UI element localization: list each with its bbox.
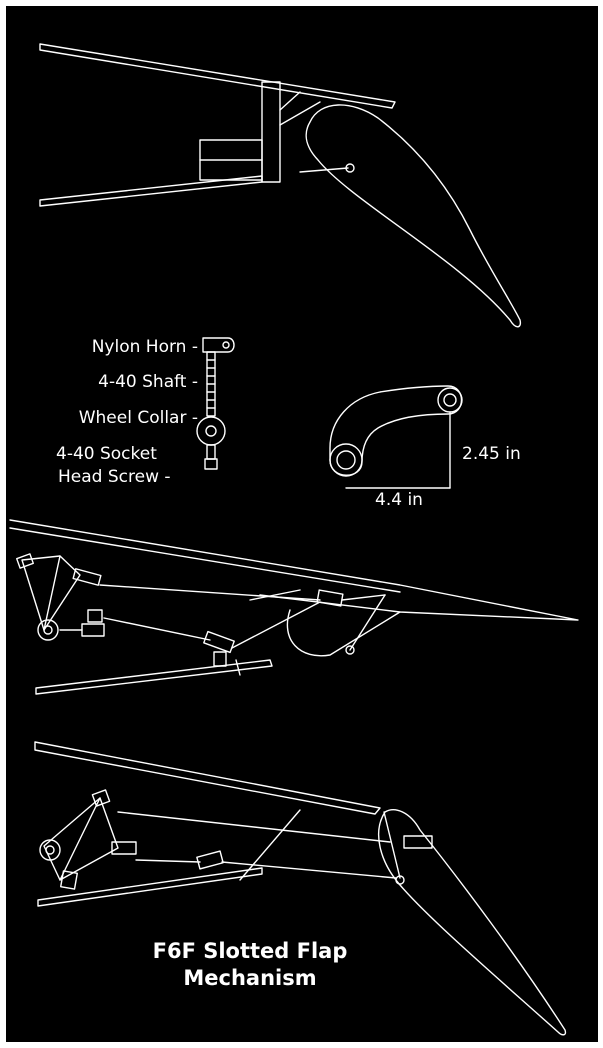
mid-wing-section [9,519,579,695]
linkage-parts [196,337,235,470]
label-socket-screw-line1: 4-40 Socket [56,444,157,464]
bent-arm [329,385,463,489]
top-flap-pivot [345,163,355,173]
diagram-title: F6F Slotted Flap Mechanism [120,938,380,992]
bottom-flap [378,809,567,1036]
title-line-1: F6F Slotted Flap [152,939,348,963]
label-shaft: 4-40 Shaft - [98,372,198,392]
bottom-linkage [39,789,433,890]
top-flap [299,104,522,328]
dimension-height: 2.45 in [462,444,521,464]
dimension-width: 4.4 in [375,490,423,510]
label-wheel-collar: Wheel Collar - [78,408,198,428]
bottom-wing-section [34,741,381,907]
label-socket-screw-line2: Head Screw - [58,467,171,487]
mid-linkage [16,553,386,676]
label-nylon-horn: Nylon Horn - [91,337,198,357]
top-wing-section [39,43,396,207]
title-line-2: Mechanism [183,966,317,990]
